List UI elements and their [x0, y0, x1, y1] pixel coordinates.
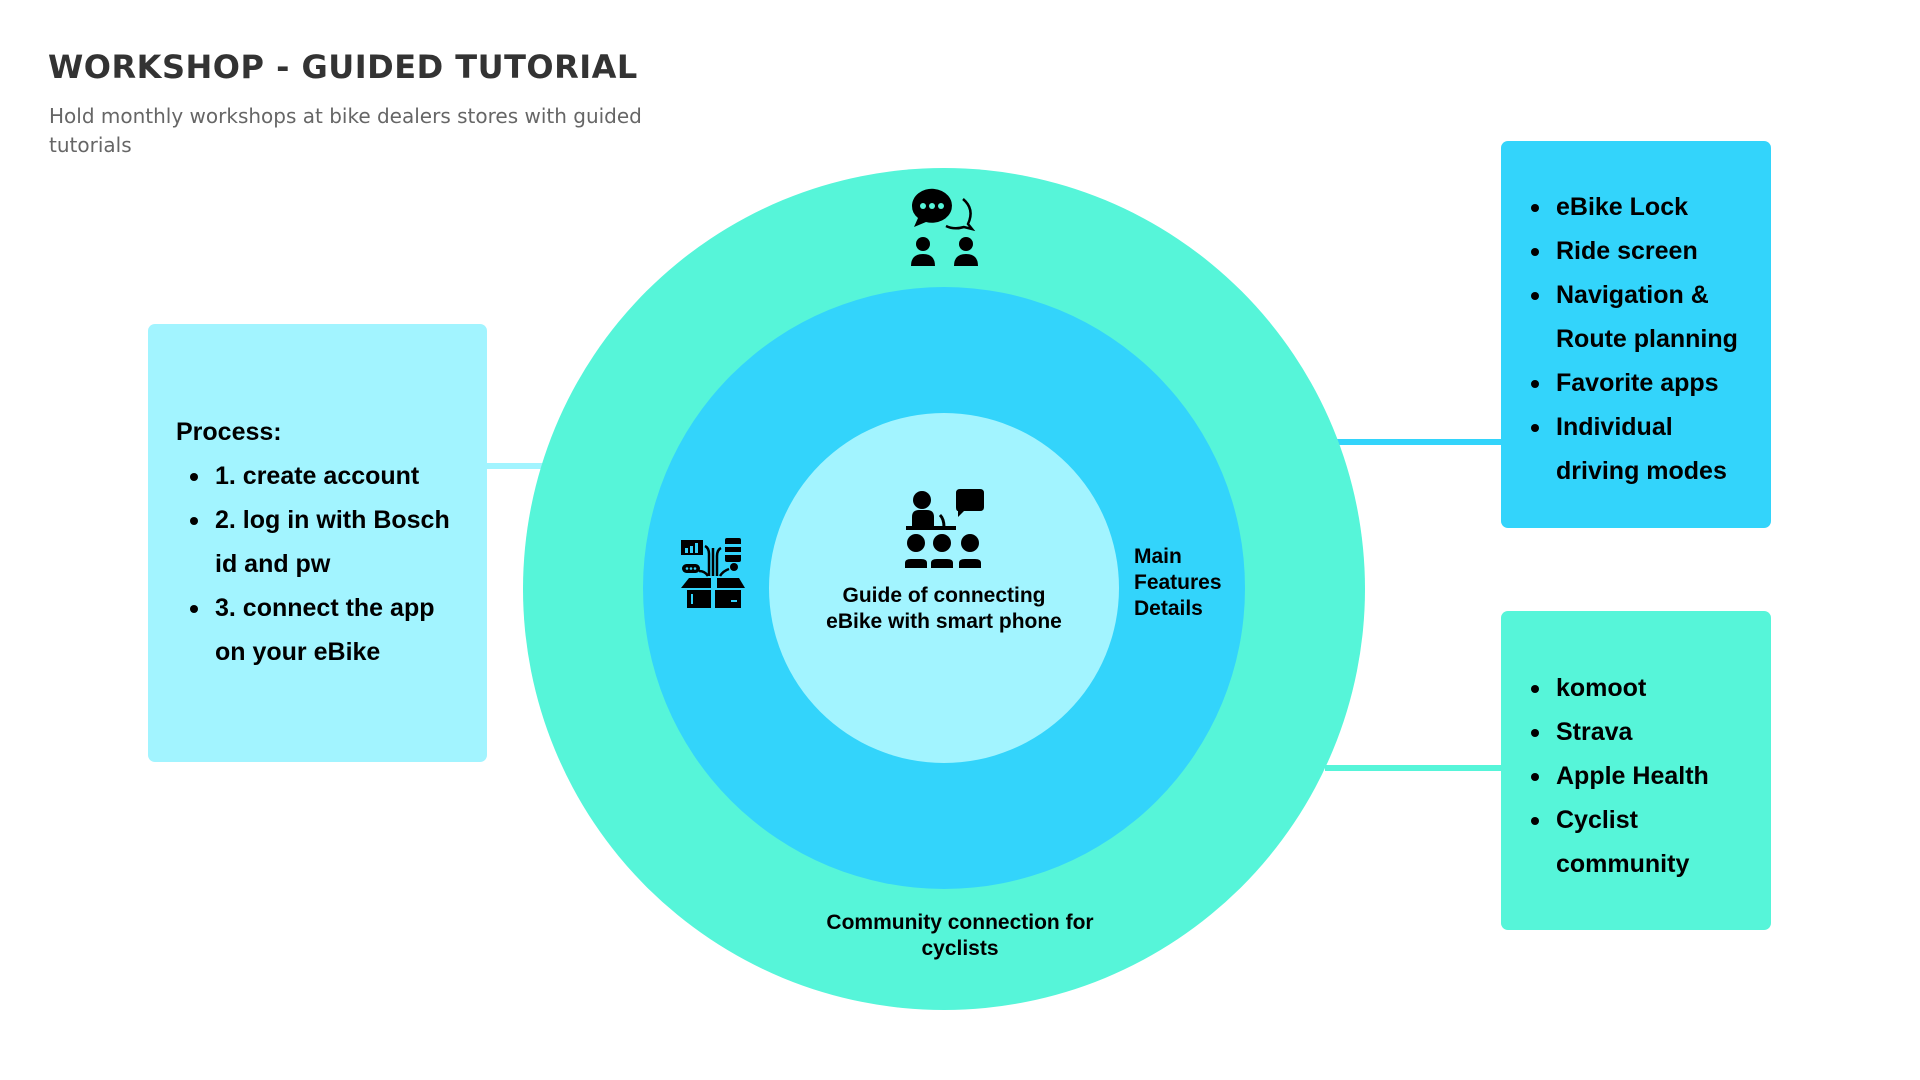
process-list: 1. create account 2. log in with Bosch i… — [190, 454, 455, 674]
features-list: eBike Lock Ride screen Navigation & Rout… — [1531, 185, 1756, 493]
features-box: eBike Lock Ride screen Navigation & Rout… — [1501, 141, 1771, 528]
outer-ring-label: Community connection for cyclists — [826, 911, 1094, 960]
process-item: 3. connect the app on your eBike — [190, 586, 455, 674]
page-title: WORKSHOP - GUIDED TUTORIAL — [48, 48, 638, 86]
community-list: komoot Strava Apple Health Cyclist commu… — [1531, 666, 1736, 886]
connector-features — [1205, 439, 1501, 445]
page-subtitle: Hold monthly workshops at bike dealers s… — [49, 104, 642, 157]
process-box: Process: 1. create account 2. log in wit… — [148, 324, 487, 762]
feature-item: Ride screen — [1531, 229, 1756, 273]
feature-item: Individual driving modes — [1531, 405, 1756, 493]
feature-item: Navigation & Route planning — [1531, 273, 1756, 361]
inner-circle-label: Guide of connecting eBike with smart pho… — [826, 584, 1062, 633]
community-item: Apple Health — [1531, 754, 1736, 798]
community-item: Cyclist community — [1531, 798, 1736, 886]
community-box: komoot Strava Apple Health Cyclist commu… — [1501, 611, 1771, 930]
process-item: 1. create account — [190, 454, 455, 498]
discussion-people-icon — [911, 188, 978, 266]
community-item: Strava — [1531, 710, 1736, 754]
process-item: 2. log in with Bosch id and pw — [190, 498, 455, 586]
process-heading: Process: — [176, 418, 282, 446]
middle-ring-label: Main Features Details — [1134, 545, 1222, 620]
presenter-audience-icon — [905, 489, 984, 568]
community-item: komoot — [1531, 666, 1736, 710]
feature-item: eBike Lock — [1531, 185, 1756, 229]
feature-item: Favorite apps — [1531, 361, 1756, 405]
connector-community — [1325, 765, 1501, 771]
connected-devices-box-icon — [681, 538, 745, 608]
inner-circle-guide — [769, 413, 1119, 763]
